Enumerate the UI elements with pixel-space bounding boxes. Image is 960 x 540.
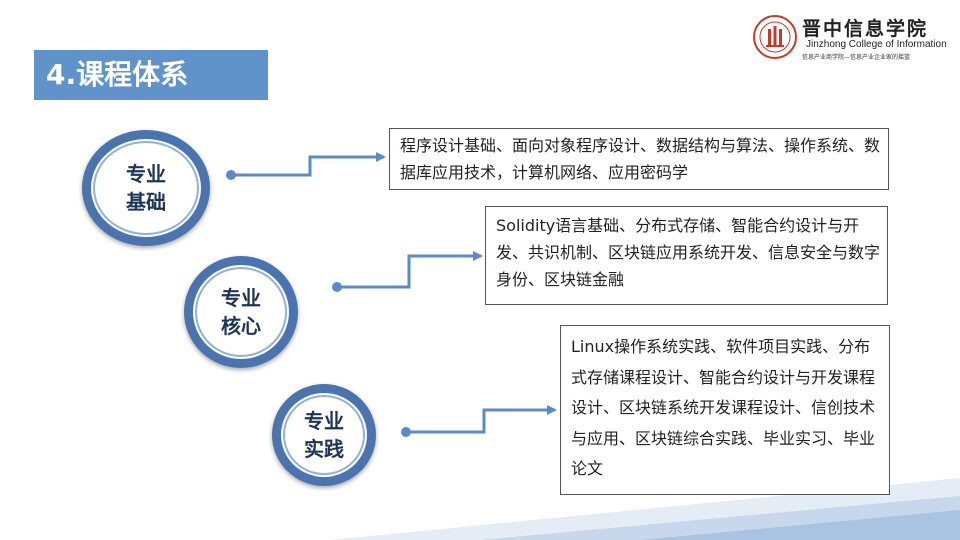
module-circle-core: 专业 核心 bbox=[184, 256, 298, 368]
module-label: 专业 核心 bbox=[221, 286, 261, 338]
connector-core bbox=[332, 251, 483, 292]
page-title: 4.课程体系 bbox=[34, 50, 268, 100]
course-box-core: Solidity语言基础、分布式存储、智能合约设计与开发、共识机制、区块链应用系… bbox=[485, 206, 888, 305]
module-circle-practice: 专业 实践 bbox=[272, 384, 376, 486]
college-name-cn: 晋中信息学院 bbox=[802, 18, 929, 40]
college-logo: 晋中信息学院 Jinzhong College of Information 信… bbox=[750, 12, 950, 62]
college-motto: 信息产业商学院—信息产业企业家的摇篮 bbox=[802, 54, 911, 61]
course-box-practice: Linux操作系统实践、软件项目实践、分布式存储课程设计、智能合约设计与开发课程… bbox=[560, 325, 890, 495]
module-circle-foundation: 专业 基础 bbox=[82, 130, 210, 246]
module-label: 专业 实践 bbox=[304, 409, 344, 461]
course-box-foundation: 程序设计基础、面向对象程序设计、数据结构与算法、操作系统、数据库应用技术，计算机… bbox=[389, 128, 889, 190]
college-seal-icon bbox=[753, 15, 797, 59]
module-label: 专业 基础 bbox=[126, 162, 166, 214]
connector-practice bbox=[401, 405, 557, 437]
college-name-en: Jinzhong College of Information bbox=[806, 39, 947, 50]
connector-foundation bbox=[226, 152, 386, 180]
